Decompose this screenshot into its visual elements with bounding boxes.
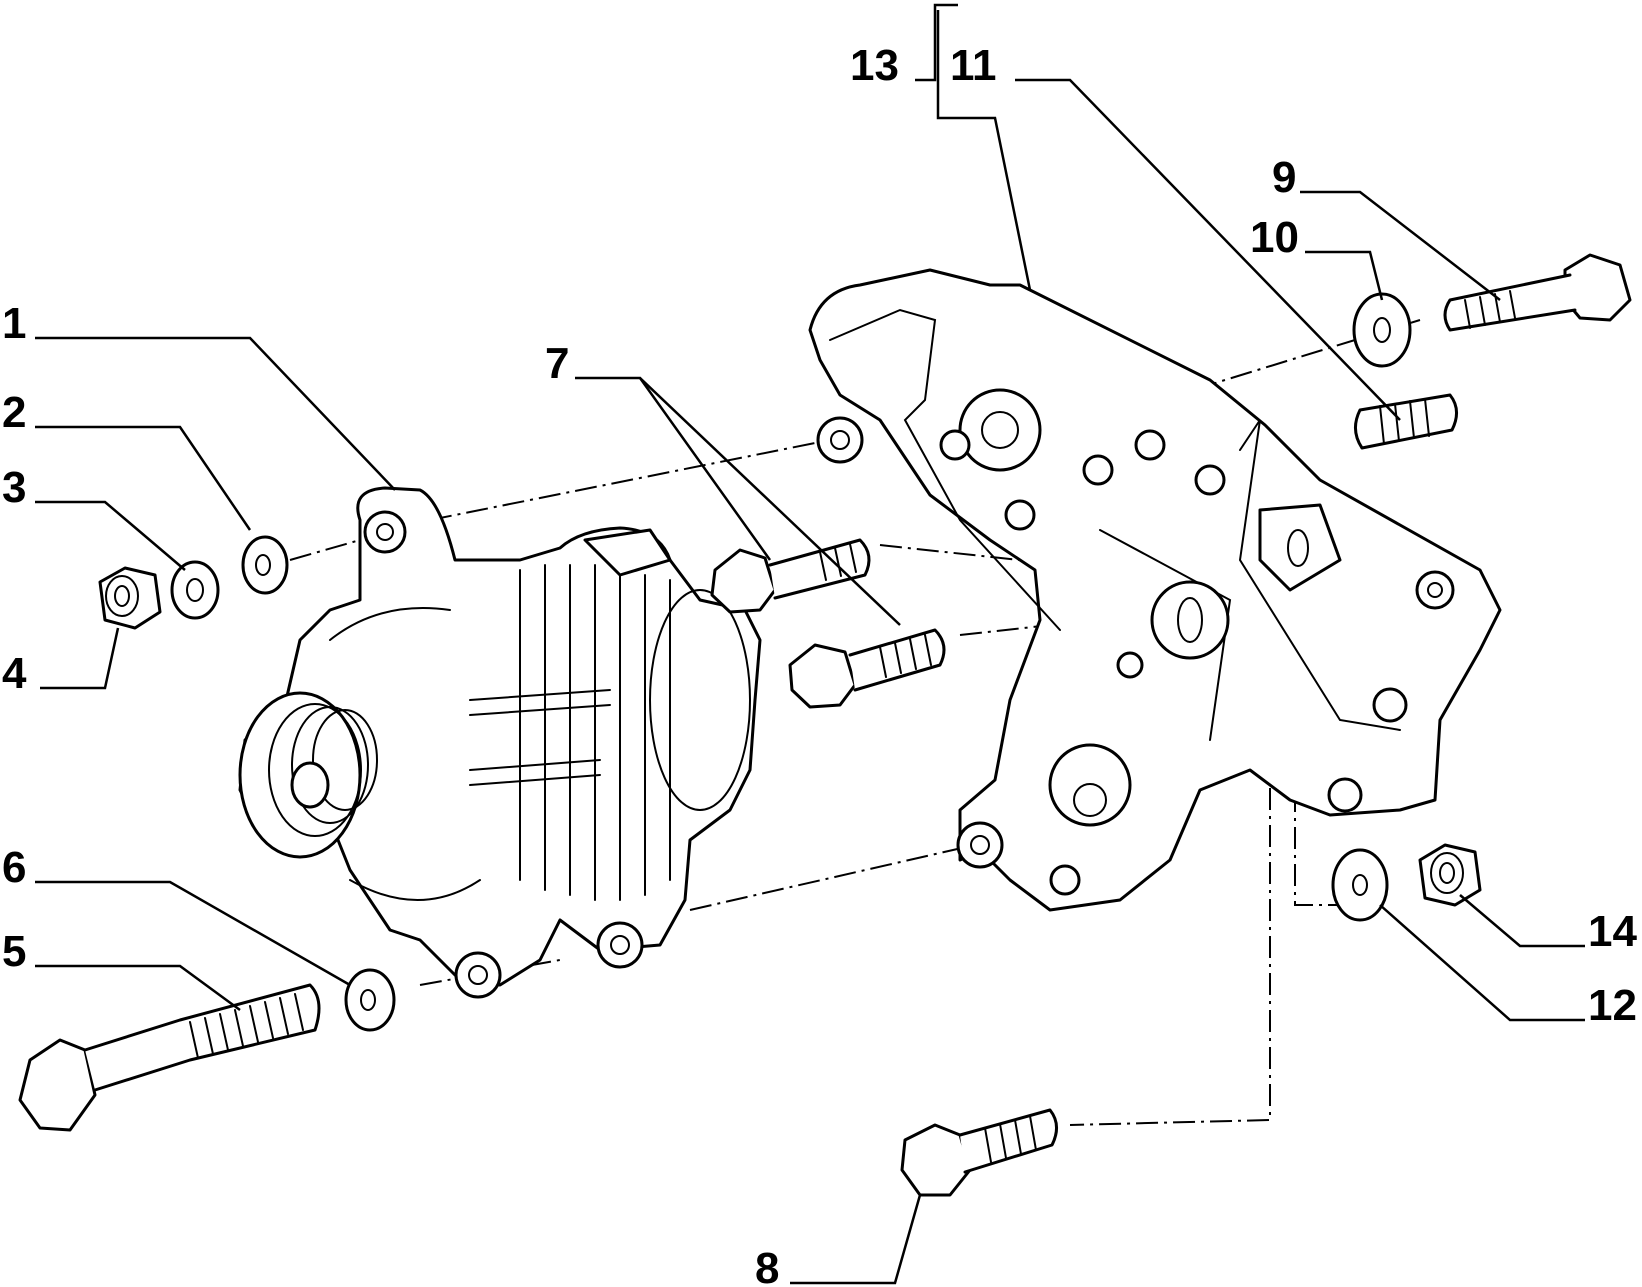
- callout-6: 6: [2, 843, 26, 892]
- leader-lines: [35, 3, 1585, 1285]
- long-bolt-part-5: [18, 983, 321, 1132]
- lock-washer-part-3: [170, 560, 220, 620]
- callout-7: 7: [545, 339, 569, 388]
- washer-part-6: [344, 968, 396, 1032]
- flange-bolt-part-8: [900, 1108, 1058, 1197]
- mounting-bracket: [808, 268, 1502, 912]
- callout-4: 4: [2, 649, 27, 698]
- callout-1: 1: [2, 299, 26, 348]
- callout-10: 10: [1250, 213, 1299, 262]
- bolt-upper-part-7: [710, 538, 871, 614]
- bolt-part-9: [1443, 253, 1632, 332]
- leader-3: [35, 500, 186, 571]
- callout-8: 8: [755, 1244, 779, 1287]
- leader-14: [1459, 894, 1585, 948]
- leader-13-stem: [936, 10, 1032, 291]
- callout-3: 3: [2, 463, 26, 512]
- nut-part-14: [1418, 843, 1482, 907]
- leader-9: [1300, 190, 1501, 301]
- nut-part-4: [98, 566, 162, 630]
- leader-11: [1015, 78, 1401, 421]
- stud-part-11: [1354, 393, 1458, 450]
- washer-part-10: [1352, 292, 1412, 368]
- washer-part-12: [1331, 848, 1389, 922]
- washer-part-2: [241, 535, 289, 595]
- leader-2: [35, 425, 252, 531]
- callout-labels: 1 2 3 4 5 6 7 8 9 10 11 12 13 14: [2, 41, 1637, 1287]
- leader-12: [1379, 904, 1585, 1022]
- callout-9: 9: [1272, 153, 1296, 202]
- callout-14: 14: [1588, 907, 1637, 956]
- callout-13: 13: [850, 41, 899, 90]
- leader-5: [35, 964, 241, 1012]
- leader-13: [915, 3, 958, 82]
- callout-12: 12: [1588, 981, 1637, 1030]
- leader-1: [35, 336, 396, 491]
- leader-6: [35, 880, 351, 987]
- callout-11: 11: [950, 41, 997, 90]
- leader-4: [40, 627, 120, 690]
- leader-10: [1305, 250, 1384, 301]
- alternator: [238, 486, 762, 999]
- leader-7b: [639, 377, 901, 626]
- callout-5: 5: [2, 927, 26, 976]
- leader-8: [790, 1194, 922, 1285]
- bolt-lower-part-7: [788, 628, 946, 709]
- callout-2: 2: [2, 388, 26, 437]
